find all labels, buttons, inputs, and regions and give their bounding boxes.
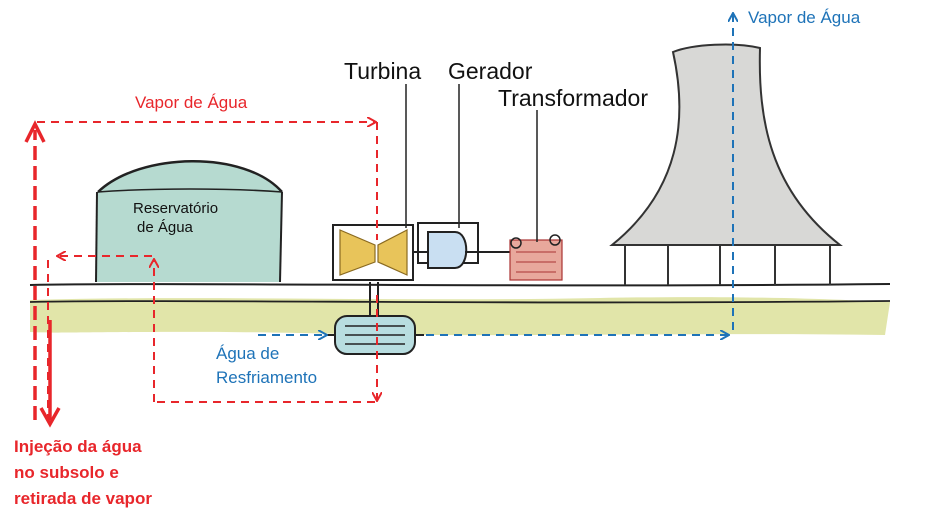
transformer-label: Transformador (498, 85, 648, 111)
ground (29, 283, 891, 336)
cooling-water-label-line1: Água de (216, 344, 280, 363)
injection-label: Injeção da água no subsolo e retirada de… (14, 434, 214, 512)
steam-to-atmosphere-label: Vapor de Água (748, 8, 861, 27)
transformer (509, 234, 563, 281)
generator (417, 222, 510, 269)
cooling-flow (258, 14, 733, 335)
injection-label-line3: retirada de vapor (14, 489, 152, 508)
cooling-water-label-line2: Resfriamento (216, 368, 318, 387)
steam-flow (37, 122, 377, 420)
injection-label-line1: Injeção da água (14, 437, 142, 456)
injection-label-line2: no subsolo e (14, 463, 119, 482)
leader-lines (405, 84, 538, 242)
reservoir-label-line1: Reservatório (133, 200, 219, 217)
turbine (332, 224, 430, 281)
turbine-label: Turbina (344, 58, 422, 84)
cooling-tower (609, 43, 843, 285)
water-reservoir (95, 160, 283, 283)
generator-label: Gerador (448, 58, 533, 84)
injection-arrows (24, 120, 61, 428)
condenser (326, 282, 424, 355)
reservoir-label-line2: de Água (137, 219, 193, 236)
steam-loop-label: Vapor de Água (135, 93, 248, 112)
